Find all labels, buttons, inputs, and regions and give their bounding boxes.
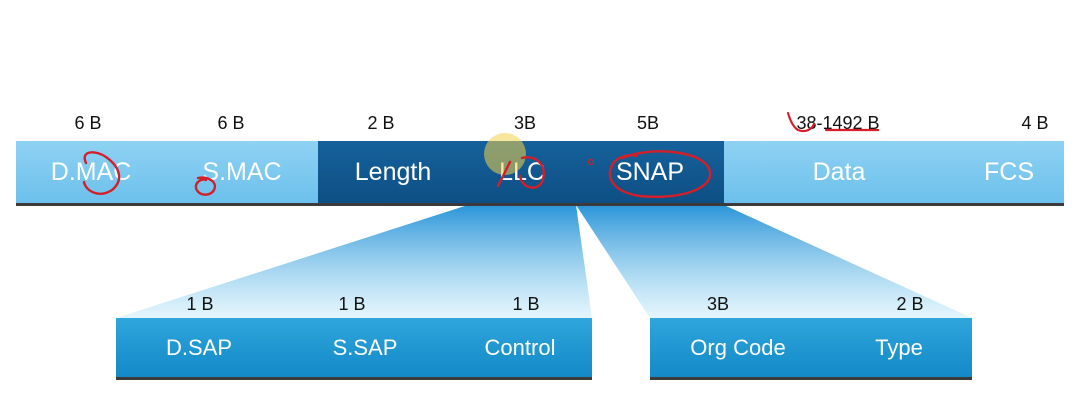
size-label-data: 38-1492 B: [796, 113, 880, 133]
annotation-dot-snap: [587, 158, 595, 166]
annotation-ellipse-snap: [608, 150, 712, 198]
field-ssap-label: S.SAP: [332, 334, 398, 360]
field-type-label: Type: [875, 334, 923, 360]
size-label-org-code: 3B: [706, 294, 730, 314]
field-fcs-label: FCS: [984, 157, 1034, 186]
annotation-underline-data-size: [786, 111, 880, 133]
field-ssap: S.SAP: [282, 318, 448, 380]
size-label-dmac: 6 B: [74, 113, 102, 133]
field-data-label: Data: [812, 157, 866, 186]
size-label-snap: 5B: [636, 113, 660, 133]
size-label-llc: 3B: [513, 113, 537, 133]
size-label-type: 2 B: [896, 294, 924, 314]
annotation-mark-llc: [496, 156, 545, 189]
llc-expansion-wedge: [116, 205, 592, 318]
size-label-ssap: 1 B: [338, 294, 366, 314]
field-length: Length: [318, 141, 468, 206]
size-label-smac: 6 B: [217, 113, 245, 133]
field-smac-label: S.MAC: [202, 157, 282, 186]
field-org-code-label: Org Code: [690, 334, 786, 360]
field-control: Control: [448, 318, 592, 380]
size-label-length: 2 B: [367, 113, 395, 133]
field-dsap-label: D.SAP: [165, 334, 233, 360]
field-dsap: D.SAP: [116, 318, 282, 380]
size-label-fcs: 4 B: [1021, 113, 1049, 133]
annotation-mark-smac: [194, 176, 217, 196]
size-label-dsap: 1 B: [186, 294, 214, 314]
annotation-circle-dmac: [82, 151, 121, 195]
field-control-label: Control: [484, 334, 556, 360]
field-length-label: Length: [354, 157, 432, 186]
field-snap-label: SNAP: [615, 157, 685, 186]
field-smac: S.MAC: [166, 141, 318, 206]
field-data: Data: [724, 141, 954, 206]
size-label-control: 1 B: [512, 294, 540, 314]
field-org-code: Org Code: [650, 318, 826, 380]
snap-expansion-wedge: [576, 205, 972, 318]
field-type: Type: [826, 318, 972, 380]
field-fcs: FCS: [954, 141, 1064, 206]
pointer-highlight: [484, 133, 526, 175]
